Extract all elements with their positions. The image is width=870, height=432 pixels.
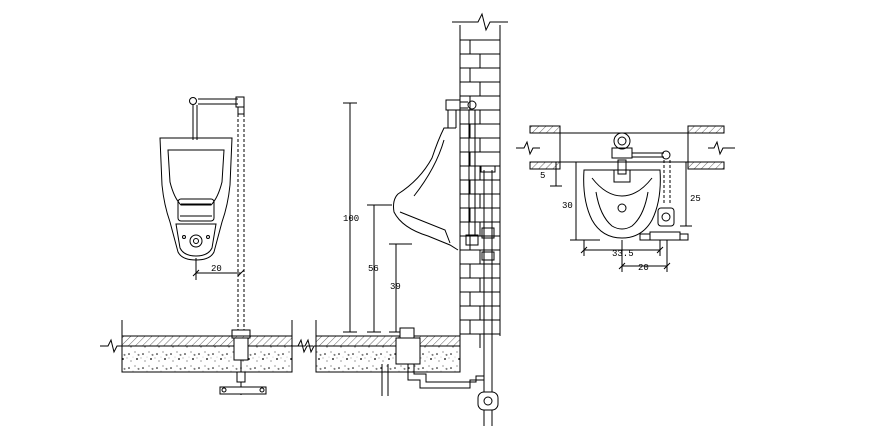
side-dims [343,102,412,333]
side-view [296,12,508,426]
top-flush-valve [611,132,671,175]
side-dim-text-100: 100 [343,214,359,224]
top-bowl [583,169,661,239]
top-supply [639,160,689,241]
front-dim-20 [192,258,245,280]
top-view [516,125,735,272]
front-view [100,96,313,395]
front-drain [219,329,267,395]
front-dim-text-20: 20 [211,264,222,274]
side-dim-text-56: 56 [368,264,379,274]
side-floor [296,320,461,373]
top-dim-text-30: 30 [562,201,573,211]
top-dims [550,161,692,272]
front-supply-pipe [189,96,245,330]
top-dim-text-33-5: 33.5 [612,249,634,259]
side-dim-text-39: 39 [390,282,401,292]
top-dim-text-5: 5 [540,171,545,181]
side-vent-pipe [480,165,496,392]
front-urinal [159,137,233,261]
top-dim-text-25: 25 [690,194,701,204]
top-dim-text-20: 20 [638,263,649,273]
front-floor [100,320,313,373]
side-drain [381,327,499,426]
side-wall [452,12,508,348]
side-urinal [393,99,479,251]
